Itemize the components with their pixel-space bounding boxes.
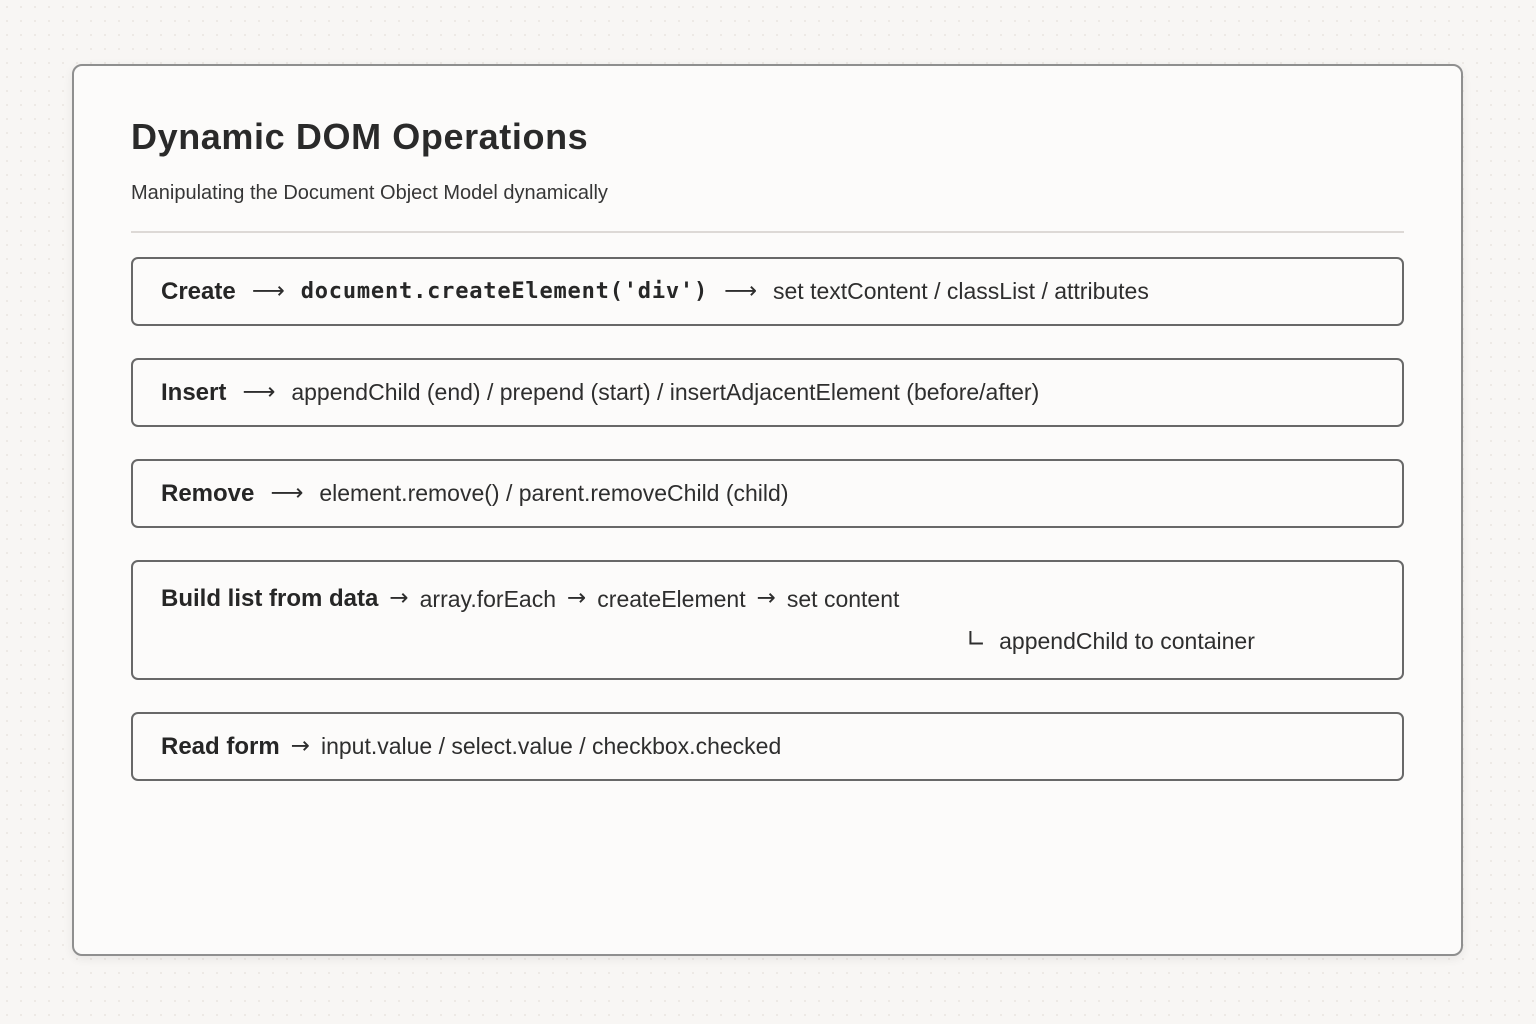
flow-arrow-icon: → [567, 585, 587, 611]
operation-box-create: Create ⟶ document.createElement('div') ⟶… [131, 257, 1404, 326]
flow-arrow-icon: ⟶ [724, 277, 757, 304]
flow-arrow-icon: ⟶ [242, 378, 276, 405]
page-subtitle: Manipulating the Document Object Model d… [131, 182, 608, 204]
build-list-flow-line: Build list from data → array.forEach → c… [161, 585, 1374, 613]
elbow-connector-icon: ∟ [966, 625, 987, 653]
flow-arrow-icon: ⟶ [251, 277, 285, 304]
flow-arrow-icon: → [756, 585, 776, 611]
header-divider [131, 231, 1404, 233]
content-card: Dynamic DOM Operations Manipulating the … [72, 64, 1463, 956]
flow-step: createElement [597, 585, 746, 612]
operation-box-insert: Insert ⟶ appendChild (end) / prepend (st… [131, 358, 1404, 427]
flow-step: array.forEach [419, 585, 556, 612]
flow-step: set content [786, 585, 900, 612]
operation-label: Remove [161, 479, 255, 507]
flow-arrow-icon: → [290, 732, 310, 759]
operation-detail: element.remove() / parent.removeChild (c… [319, 480, 789, 506]
operation-sub-detail: appendChild to container [999, 627, 1255, 654]
operation-detail: appendChild (end) / prepend (start) / in… [291, 379, 1040, 405]
operation-label: Create [161, 277, 236, 305]
operation-detail: set textContent / classList / attributes [773, 278, 1149, 304]
page-title: Dynamic DOM Operations [131, 116, 589, 157]
operation-label: Insert [161, 378, 227, 406]
flow-arrow-icon: ⟶ [270, 479, 304, 506]
code-snippet: document.createElement('div') [300, 279, 709, 304]
operation-detail: input.value / select.value / checkbox.ch… [320, 733, 782, 759]
operation-label: Read form [161, 732, 280, 760]
build-list-sub-line: ∟ appendChild to container [161, 625, 1374, 655]
operation-box-build-list: Build list from data → array.forEach → c… [131, 560, 1404, 680]
flow-arrow-icon: → [389, 585, 409, 611]
operation-label: Build list from data [161, 585, 379, 612]
operation-box-remove: Remove ⟶ element.remove() / parent.remov… [131, 459, 1404, 528]
operation-box-read-form: Read form → input.value / select.value /… [131, 712, 1404, 781]
